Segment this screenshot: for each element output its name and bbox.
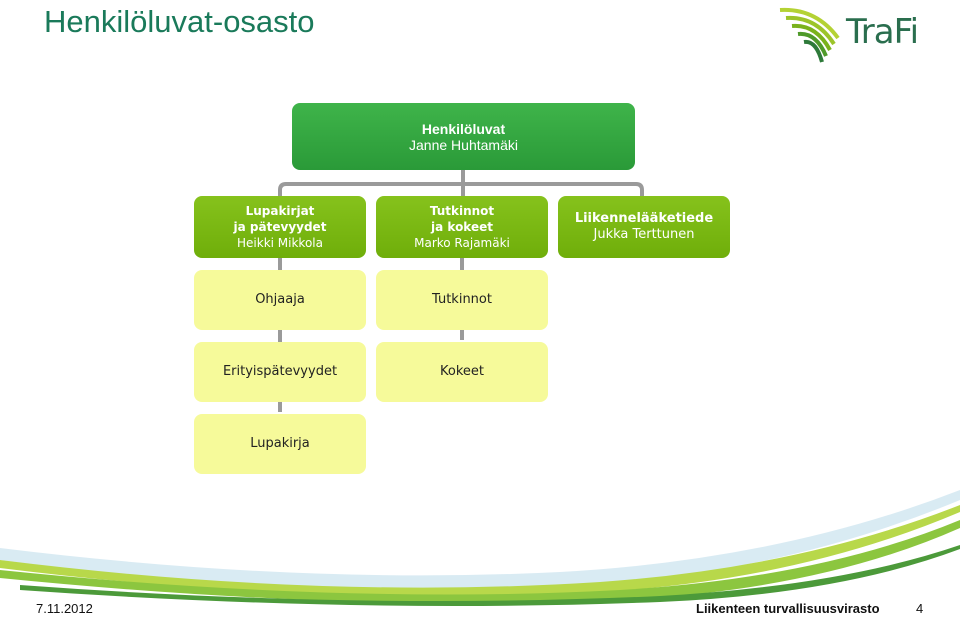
footer-date: 7.11.2012 — [36, 601, 93, 616]
footer-organization: Liikenteen turvallisuusvirasto — [696, 601, 880, 616]
page-number: 4 — [916, 601, 923, 616]
